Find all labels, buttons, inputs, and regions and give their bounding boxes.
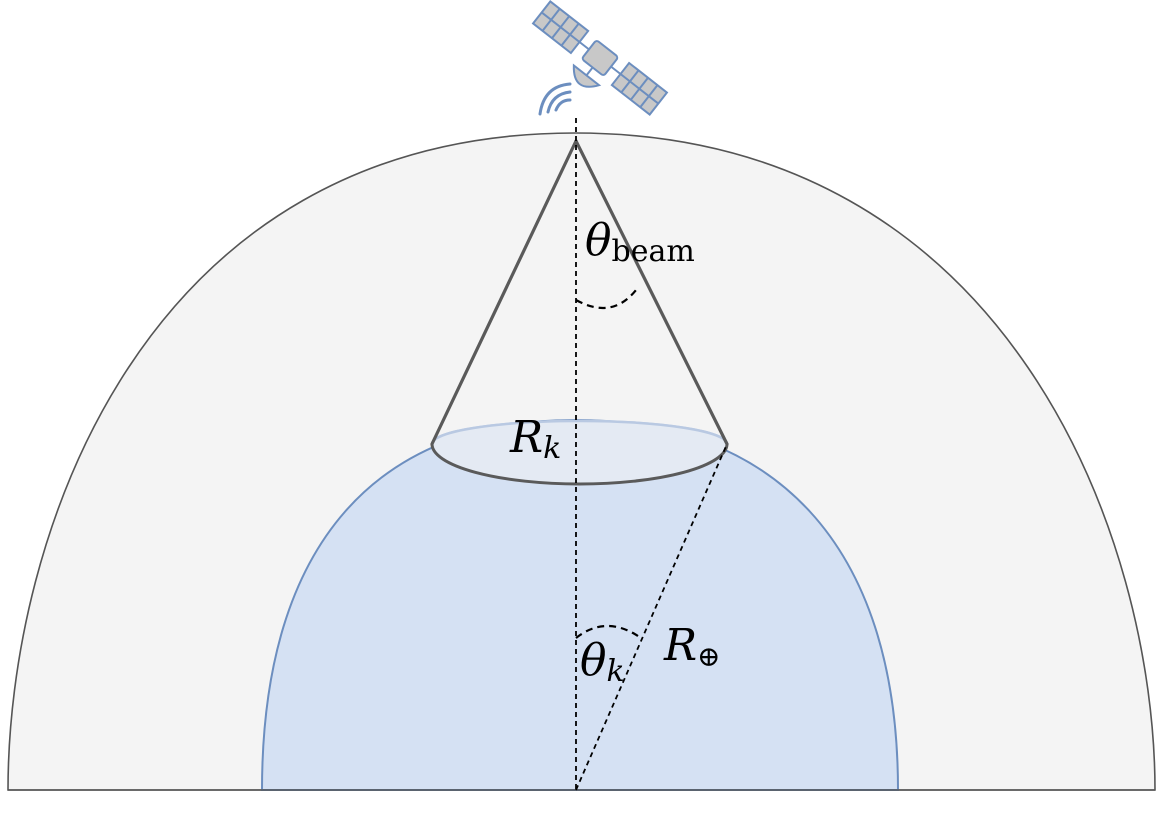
beam-edge-left [430, 139, 578, 446]
coverage-cap [432, 421, 727, 484]
earth-radius-label: R⊕ [663, 620, 721, 673]
beam-angle-subscript: beam [612, 234, 695, 269]
earth-radius-symbol: R [663, 620, 697, 671]
coverage-radius-symbol: R [509, 412, 543, 463]
earth-radius-subscript: ⊕ [697, 640, 720, 673]
central-angle-symbol: θ [580, 635, 607, 686]
central-angle-subscript: k [607, 654, 625, 689]
coverage-radius-subscript: k [543, 431, 561, 466]
beam-edge-right [574, 139, 729, 446]
central-angle-label: θk [580, 635, 625, 689]
central-angle-arc [575, 624, 639, 639]
coverage-ellipse-back-edge [430, 419, 729, 445]
signal-waves-icon [538, 82, 572, 116]
satellite-dish-icon [572, 63, 602, 88]
beam-angle-arc [575, 289, 637, 310]
satellite-icon [531, 0, 669, 116]
satellite-body-icon [581, 40, 619, 76]
coverage-ellipse-front [430, 443, 729, 486]
coverage-radius-label: Rk [509, 412, 561, 466]
beam-angle-label: θbeam [585, 215, 695, 269]
solar-panel-left-icon [531, 0, 590, 55]
solar-panel-right-icon [610, 61, 669, 116]
beam-angle-symbol: θ [585, 215, 612, 266]
